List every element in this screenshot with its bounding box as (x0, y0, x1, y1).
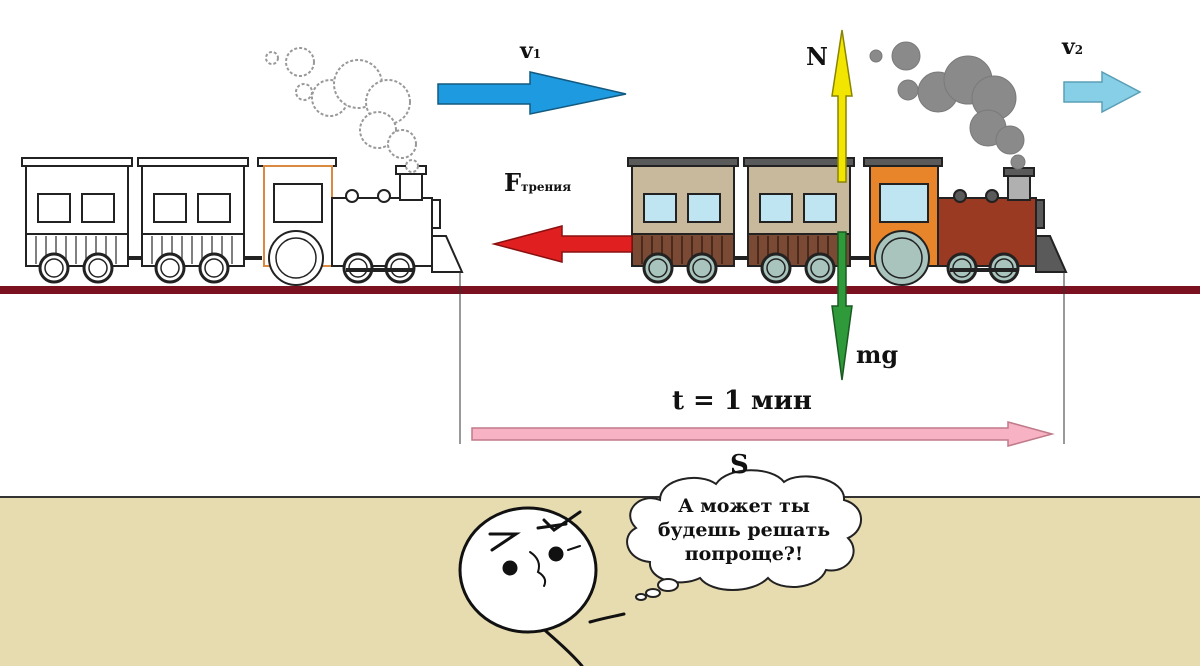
train-final (627, 157, 1068, 286)
thought-bubble-icon (626, 469, 862, 601)
rage-face-icon (458, 506, 626, 666)
gravity-force-arrow (831, 231, 853, 381)
velocity-v2-arrow (1063, 70, 1142, 114)
speech-line-3: попроще?! (684, 543, 804, 565)
speech-line-1: А может ты (678, 495, 810, 517)
label-gravity-force: mg (856, 340, 899, 369)
rail (0, 286, 1200, 294)
velocity-v1-arrow (437, 71, 627, 115)
steam-smoke-icon (869, 41, 1026, 170)
ground-area (0, 497, 1200, 666)
normal-force-arrow (831, 29, 853, 183)
steam-smoke-icon (265, 47, 419, 173)
label-friction: Fтрения (504, 168, 571, 197)
label-v1-main: v (520, 38, 533, 64)
label-v1: v1 (520, 38, 541, 64)
distance-arrow (471, 421, 1055, 447)
speech-line-2: будешь решать (657, 519, 831, 541)
label-v2-subscript: 2 (1074, 43, 1084, 57)
label-v2-main: v (1062, 34, 1075, 60)
label-friction-subscript: трения (521, 180, 572, 194)
label-v1-subscript: 1 (532, 47, 542, 61)
label-friction-main: F (504, 168, 522, 197)
label-distance: S (730, 450, 749, 480)
label-normal-force: N (806, 42, 828, 71)
speech-bubble-text: А может ты будешь решать попроще?! (632, 494, 856, 566)
label-v2: v2 (1062, 34, 1083, 60)
train-initial (21, 157, 464, 286)
friction-force-arrow (491, 225, 633, 263)
label-time: t = 1 мин (672, 386, 812, 416)
